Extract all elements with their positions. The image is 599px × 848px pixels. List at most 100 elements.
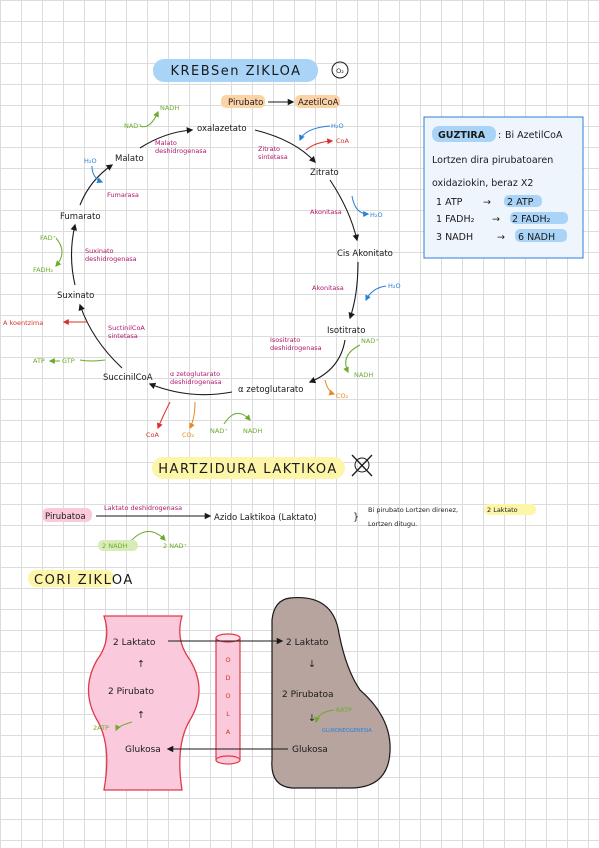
enz-isocitrato-dh: Isositrato deshidrogenasa: [270, 336, 322, 352]
cof-h2o-citrato: H₂O: [331, 122, 344, 130]
cori-left-up-1: ↑: [137, 659, 145, 670]
cof-co2-bottom: CO₂: [182, 431, 195, 439]
summary-head-highlight: [432, 126, 496, 142]
vessel-letter-4: A: [226, 728, 231, 736]
lactic-title-highlight: [152, 457, 345, 479]
lactic-brace: }: [353, 512, 359, 523]
enz-malato-dh: Malato deshidrogenasa: [155, 139, 207, 155]
krebs-title-highlight: [153, 59, 318, 82]
arrow-iso-alfa: [308, 339, 346, 384]
enz-fumarasa: Fumarasa: [107, 191, 139, 199]
lactic-nadh-highlight: [98, 540, 138, 551]
cori-right-laktato: 2 Laktato: [286, 638, 329, 648]
lactic-title: HARTZIDURA LAKTIKOA: [158, 462, 337, 477]
summary-line-1: Bi AzetilCoA: [505, 130, 563, 141]
met-succinil: SuccinilCoA: [103, 373, 153, 383]
cori-left-atp-arrow: [115, 721, 133, 732]
cof-akoentzima: A koentzima: [3, 319, 43, 327]
cori-right-atp-arrow: [314, 709, 335, 724]
summary-r2-highlight: [510, 212, 568, 224]
enz-citrato-sint: Zitrato sintetasa: [258, 145, 288, 161]
summary-r3-lhs: 3 NADH: [436, 232, 473, 243]
summary-r2-arrow: →: [492, 214, 500, 225]
o2-badge: [331, 61, 349, 79]
cori-right-gluconeo: GLUKONEOGENESIA: [322, 728, 372, 734]
arrow-cis-iso: [348, 261, 359, 320]
enz-akonitasa-2: Akonitasa: [312, 284, 344, 292]
met-succinato: Suxinato: [57, 291, 94, 301]
summary-r1-highlight: [504, 195, 542, 207]
arrow-succ-fum: [70, 223, 78, 286]
cof-h2o-citrato-arrow: [299, 125, 331, 142]
cof-nad-bottom-arrow: [223, 413, 251, 425]
cof-nad-iso: NAD⁺: [361, 337, 379, 345]
cof-nad-top: NAD⁺: [124, 122, 142, 130]
lactic-enzyme: Laktato deshidrogenasa: [104, 504, 182, 512]
vessel-letter-2: O: [225, 692, 230, 700]
cori-title-highlight: [28, 570, 114, 587]
cof-gtp-curve: [79, 359, 106, 362]
summary-colon: :: [498, 130, 501, 141]
enz-akonitasa-1: Akonitasa: [310, 208, 342, 216]
cof-fadh2: FADH₂: [33, 266, 53, 274]
lactic-substrate-highlight: [42, 508, 92, 522]
summary-head: GUZTIRA: [438, 130, 486, 141]
lactic-nadh: 2 NADH: [102, 542, 128, 550]
crossed-o2-icon: [351, 454, 373, 477]
krebs-title: KREBSen ZIKLOA: [170, 64, 301, 79]
lactic-note-highlight: [484, 504, 536, 515]
summary-r3-highlight: [515, 229, 567, 242]
enz-alfa-dh: α zetoglutarato deshidrogenasa: [170, 370, 222, 386]
cori-right-pirubatoa: 2 Pirubatoa: [282, 690, 334, 700]
cof-top-arrow: [139, 110, 159, 128]
cof-nadh-top: NADH: [160, 104, 179, 112]
summary-r1-arrow: →: [483, 197, 491, 208]
cori-left-laktato: 2 Laktato: [113, 638, 156, 648]
lactic-note-1a: Bi pirubato Lortzen direnez,: [368, 506, 458, 514]
cof-h2o-akon: H₂O: [370, 211, 383, 219]
met-cis: Cis Akonitato: [337, 249, 393, 259]
arrow-oxal-citrate: [254, 129, 316, 163]
cof-atp: ATP: [33, 357, 45, 365]
cof-co2-bottom-arrow: [189, 401, 196, 430]
summary-r2-lhs: 1 FADH₂: [436, 214, 475, 225]
cori-right-down-1: ↓: [308, 659, 316, 670]
cof-co2-iso-arrow: [324, 379, 336, 396]
enz-succinil-sint: SuctinilCoA sintetasa: [108, 324, 147, 340]
summary-line-2: Lortzen dira pirubatoaren: [432, 155, 553, 166]
cof-coa-bottom: CoA: [146, 431, 160, 439]
cof-nad-iso-arrow: [343, 344, 361, 374]
cof-gtp: GTP: [62, 357, 75, 365]
cori-left-glukosa: Glukosa: [125, 745, 161, 755]
blood-vessel: [215, 633, 241, 765]
met-fumarato: Fumarato: [60, 212, 101, 222]
arrow-succinyl-succ: [78, 303, 123, 369]
piruvato-highlight: [221, 95, 265, 108]
cof-h2o-cis-arrow: [365, 285, 387, 302]
azetil-highlight: [295, 95, 340, 108]
cof-co2-iso: CO₂: [336, 392, 349, 400]
piruvato-label: Pirubato: [228, 98, 263, 108]
cori-left-pirubato: 2 Pirubato: [108, 687, 154, 697]
enz-succinato-dh: Suxinato deshidrogenasa: [85, 247, 137, 263]
met-citrato: Zitrato: [310, 168, 339, 178]
cori-left-atp: 2ATP: [93, 724, 109, 732]
cof-coa-citrato-arrow: [305, 138, 334, 151]
cori-right-glukosa: Glukosa: [292, 745, 328, 755]
cori-title: CORI ZIKLOA: [34, 573, 134, 588]
cof-fad: FAD⁺: [40, 234, 56, 242]
liver-shape: [271, 596, 391, 789]
lactic-nadh-curve: [129, 531, 166, 543]
summary-r3-arrow: →: [497, 232, 505, 243]
met-isocitrato: Isotitrato: [327, 326, 365, 336]
summary-line-3: oxidaziokin, beraz X2: [432, 178, 533, 189]
cof-h2o-malato-arrow: [91, 165, 104, 183]
vessel-letter-1: D: [225, 674, 230, 682]
cof-coa-bottom-arrow: [156, 401, 171, 430]
lactic-note-1b: 2 Laktato: [487, 506, 518, 514]
met-malato: Malato: [115, 154, 144, 164]
met-oxalacetato: oxalazetato: [197, 124, 247, 134]
cof-h2o-cis: H₂O: [388, 282, 401, 290]
cori-right-atp: 6ATP: [336, 706, 352, 714]
